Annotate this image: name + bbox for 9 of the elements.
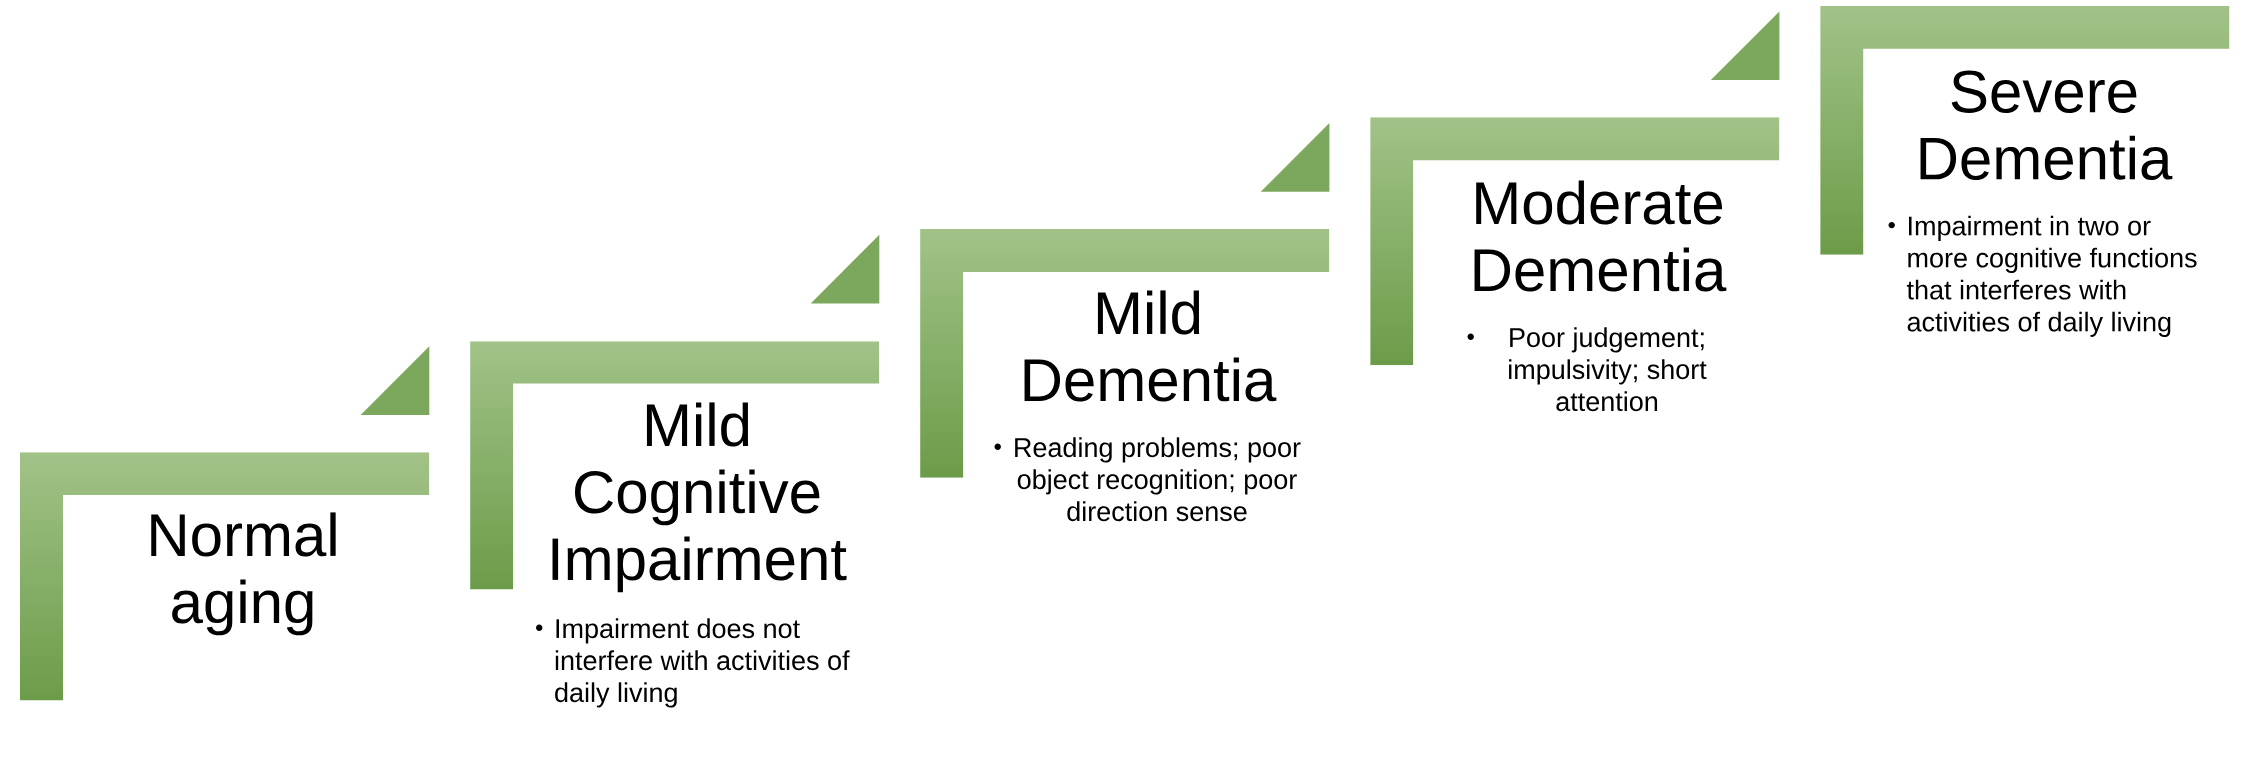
- step-description: Impairment in two or more cognitive functions that interferes with activities of daily living: [1906, 215, 2197, 337]
- step-title: Moderate Dementia: [1474, 180, 1727, 292]
- step-title: Mild Dementia: [1024, 290, 1277, 402]
- step-description: Reading problems; poor object recognition; poor direction sense: [1015, 437, 1301, 522]
- step-description: Impairment does not interfere with activities of daily living: [555, 618, 850, 708]
- step-title: Mild Cognitive Impairment: [552, 402, 847, 593]
- step-title: Severe Dementia: [1920, 70, 2173, 180]
- step-description: Poor judgement; impulsivity; short attention: [1509, 327, 1707, 412]
- step-title: Normal aging: [151, 512, 336, 636]
